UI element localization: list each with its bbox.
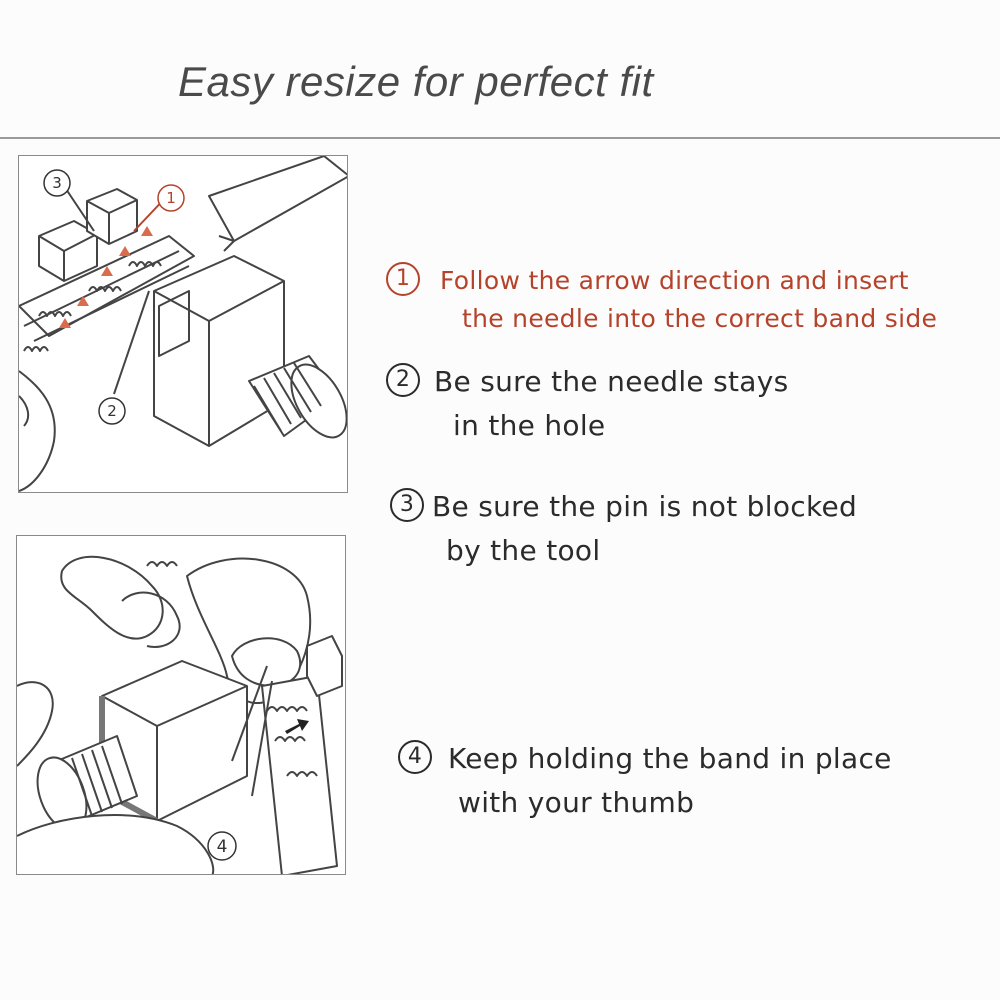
step-1-instruction: 1 Follow the arrow direction and insert t… (386, 262, 937, 338)
step-3-line-1: Be sure the pin is not blocked (432, 490, 858, 523)
illustration-thumb-hold: 4 (16, 535, 346, 875)
callout-circle-1 (157, 184, 185, 212)
step-4-number: 4 (398, 740, 432, 774)
title-divider (0, 137, 1000, 139)
step-4-line-2: with your thumb (458, 786, 695, 819)
step-1-line-2: the needle into the correct band side (462, 304, 938, 333)
callout-circle-2 (98, 397, 126, 425)
illustration-tool-insertion: 3 1 2 (18, 155, 348, 493)
callout-label-1: 1 (166, 189, 176, 207)
step-4-instruction: 4 Keep holding the band in place with you… (398, 737, 892, 825)
callout-circle-4 (207, 831, 237, 861)
step-4-line-1: Keep holding the band in place (448, 742, 892, 775)
tool-insertion-drawing: 3 1 2 (19, 156, 347, 492)
page-title: Easy resize for perfect fit (178, 58, 654, 105)
step-1-number: 1 (386, 262, 420, 296)
step-1-line-1: Follow the arrow direction and insert (440, 266, 909, 295)
step-2-line-2: in the hole (453, 409, 606, 442)
step-3-line-2: by the tool (446, 534, 601, 567)
callout-label-3: 3 (52, 174, 62, 192)
callout-label-4: 4 (217, 837, 228, 857)
step-3-number: 3 (390, 488, 424, 522)
step-2-line-1: Be sure the needle stays (434, 365, 789, 398)
step-2-number: 2 (386, 363, 420, 397)
thumb-hold-drawing: 4 (17, 555, 343, 874)
step-2-instruction: 2 Be sure the needle stays in the hole (386, 360, 789, 448)
callout-circle-3 (43, 169, 71, 197)
callout-label-2: 2 (107, 402, 117, 420)
